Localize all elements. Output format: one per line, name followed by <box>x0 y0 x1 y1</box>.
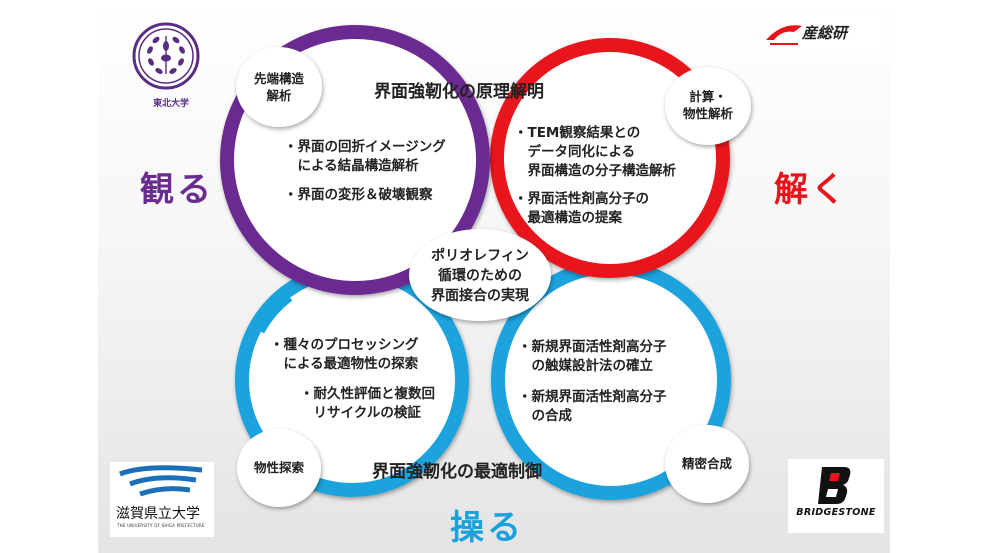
aist-logo: 産総研 <box>762 14 880 50</box>
badge-top-left-line2: 解析 <box>266 88 292 103</box>
shiga-wave-icon <box>119 465 203 497</box>
badge-bottom-right <box>665 425 749 503</box>
tohoku-emblem-icon <box>132 22 200 90</box>
badge-top-right-line1: 計算・ <box>689 89 727 104</box>
top-title: 界面強靭化の原理解明 <box>374 82 544 102</box>
badge-top-right-label: 計算・ 物性解析 <box>671 88 745 122</box>
verb-control: 操る <box>450 508 524 548</box>
solve-bullet-1-line2: データ同化による <box>514 144 636 160</box>
bottom-title: 界面強靭化の最適制御 <box>372 462 542 482</box>
solve-bullet-1: ・TEM観察結果との データ同化による 界面構造の分子構造解析 <box>514 124 676 181</box>
control-left-bullet-1: ・種々のプロセッシング による最適物性の探索 <box>270 336 419 374</box>
verb-observe: 観る <box>140 170 214 210</box>
badge-bottom-right-label: 精密合成 <box>681 456 732 471</box>
solve-bullet-1-line3: 界面構造の分子構造解析 <box>514 163 676 179</box>
center-label: ポリオレフィン 循環のための 界面接合の実現 <box>420 246 540 306</box>
center-line2: 循環のための <box>438 268 522 284</box>
badge-bottom-left <box>237 429 321 507</box>
control-right-bullet-2: ・新規界面活性剤高分子 の合成 <box>518 388 667 426</box>
badge-top-left <box>236 47 322 127</box>
shiga-logo-sublabel: THE UNIVERSITY OF SHIGA PREFECTURE <box>117 523 205 528</box>
control-right-bullet-1-line2: の触媒設計法の確立 <box>518 358 653 374</box>
control-left-bullet-1-line1: ・種々のプロセッシング <box>270 337 419 353</box>
badge-bottom-left-label: 物性探索 <box>253 460 304 475</box>
solve-bullet-2-line2: 最適構造の提案 <box>514 210 622 226</box>
center-line1: ポリオレフィン <box>431 248 529 264</box>
tohoku-logo-label: 東北大学 <box>153 99 190 109</box>
control-right-bullet-1-line1: ・新規界面活性剤高分子 <box>518 339 667 355</box>
observe-bullet-2-line1: ・界面の変形＆破壊観察 <box>284 187 433 203</box>
control-right-bullet-1: ・新規界面活性剤高分子 の触媒設計法の確立 <box>518 338 667 376</box>
aist-logo-label: 産総研 <box>802 24 848 42</box>
control-left-bullet-2: ・耐久性評価と複数回 リサイクルの検証 <box>300 385 435 423</box>
observe-bullet-1: ・界面の回折イメージング による結晶構造解析 <box>284 138 446 176</box>
observe-bullet-1-line1: ・界面の回折イメージング <box>284 139 446 155</box>
solve-bullet-2: ・界面活性剤高分子の 最適構造の提案 <box>514 190 649 228</box>
badge-top-right <box>665 67 751 145</box>
control-left-bullet-2-line1: ・耐久性評価と複数回 <box>300 386 435 402</box>
badge-top-left-label: 先端構造 解析 <box>246 70 312 104</box>
control-right-bullet-2-line1: ・新規界面活性剤高分子 <box>518 389 667 405</box>
ring-diagram <box>132 22 751 507</box>
badge-top-left-line1: 先端構造 <box>253 71 304 86</box>
solve-bullet-1-line1: ・TEM観察結果との <box>514 125 641 141</box>
slide: 東北大学 産総研 滋賀県立大学 THE UNIVERSITY OF SHIGA … <box>98 0 890 553</box>
solve-bullet-2-line1: ・界面活性剤高分子の <box>514 191 649 207</box>
shiga-logo-label: 滋賀県立大学 <box>116 506 200 522</box>
bridgestone-b-icon <box>818 467 851 504</box>
aist-swoosh-icon <box>766 25 802 45</box>
shiga-logo: 滋賀県立大学 THE UNIVERSITY OF SHIGA PREFECTUR… <box>110 462 214 537</box>
badge-top-right-line2: 物性解析 <box>682 106 733 121</box>
control-ring-overlap <box>251 289 293 334</box>
verb-solve: 解く <box>774 170 848 210</box>
control-left-bullet-1-line2: による最適物性の探索 <box>270 356 419 372</box>
bridgestone-logo-label: BRIDGESTONE <box>796 507 876 518</box>
observe-bullet-2: ・界面の変形＆破壊観察 <box>284 186 433 205</box>
center-line3: 界面接合の実現 <box>431 288 529 304</box>
observe-bullet-1-line2: による結晶構造解析 <box>284 158 419 174</box>
bridgestone-logo: BRIDGESTONE <box>788 459 884 533</box>
control-left-bullet-2-line2: リサイクルの検証 <box>300 405 421 421</box>
center-ellipse <box>409 229 551 321</box>
control-right-bullet-2-line2: の合成 <box>518 408 572 424</box>
